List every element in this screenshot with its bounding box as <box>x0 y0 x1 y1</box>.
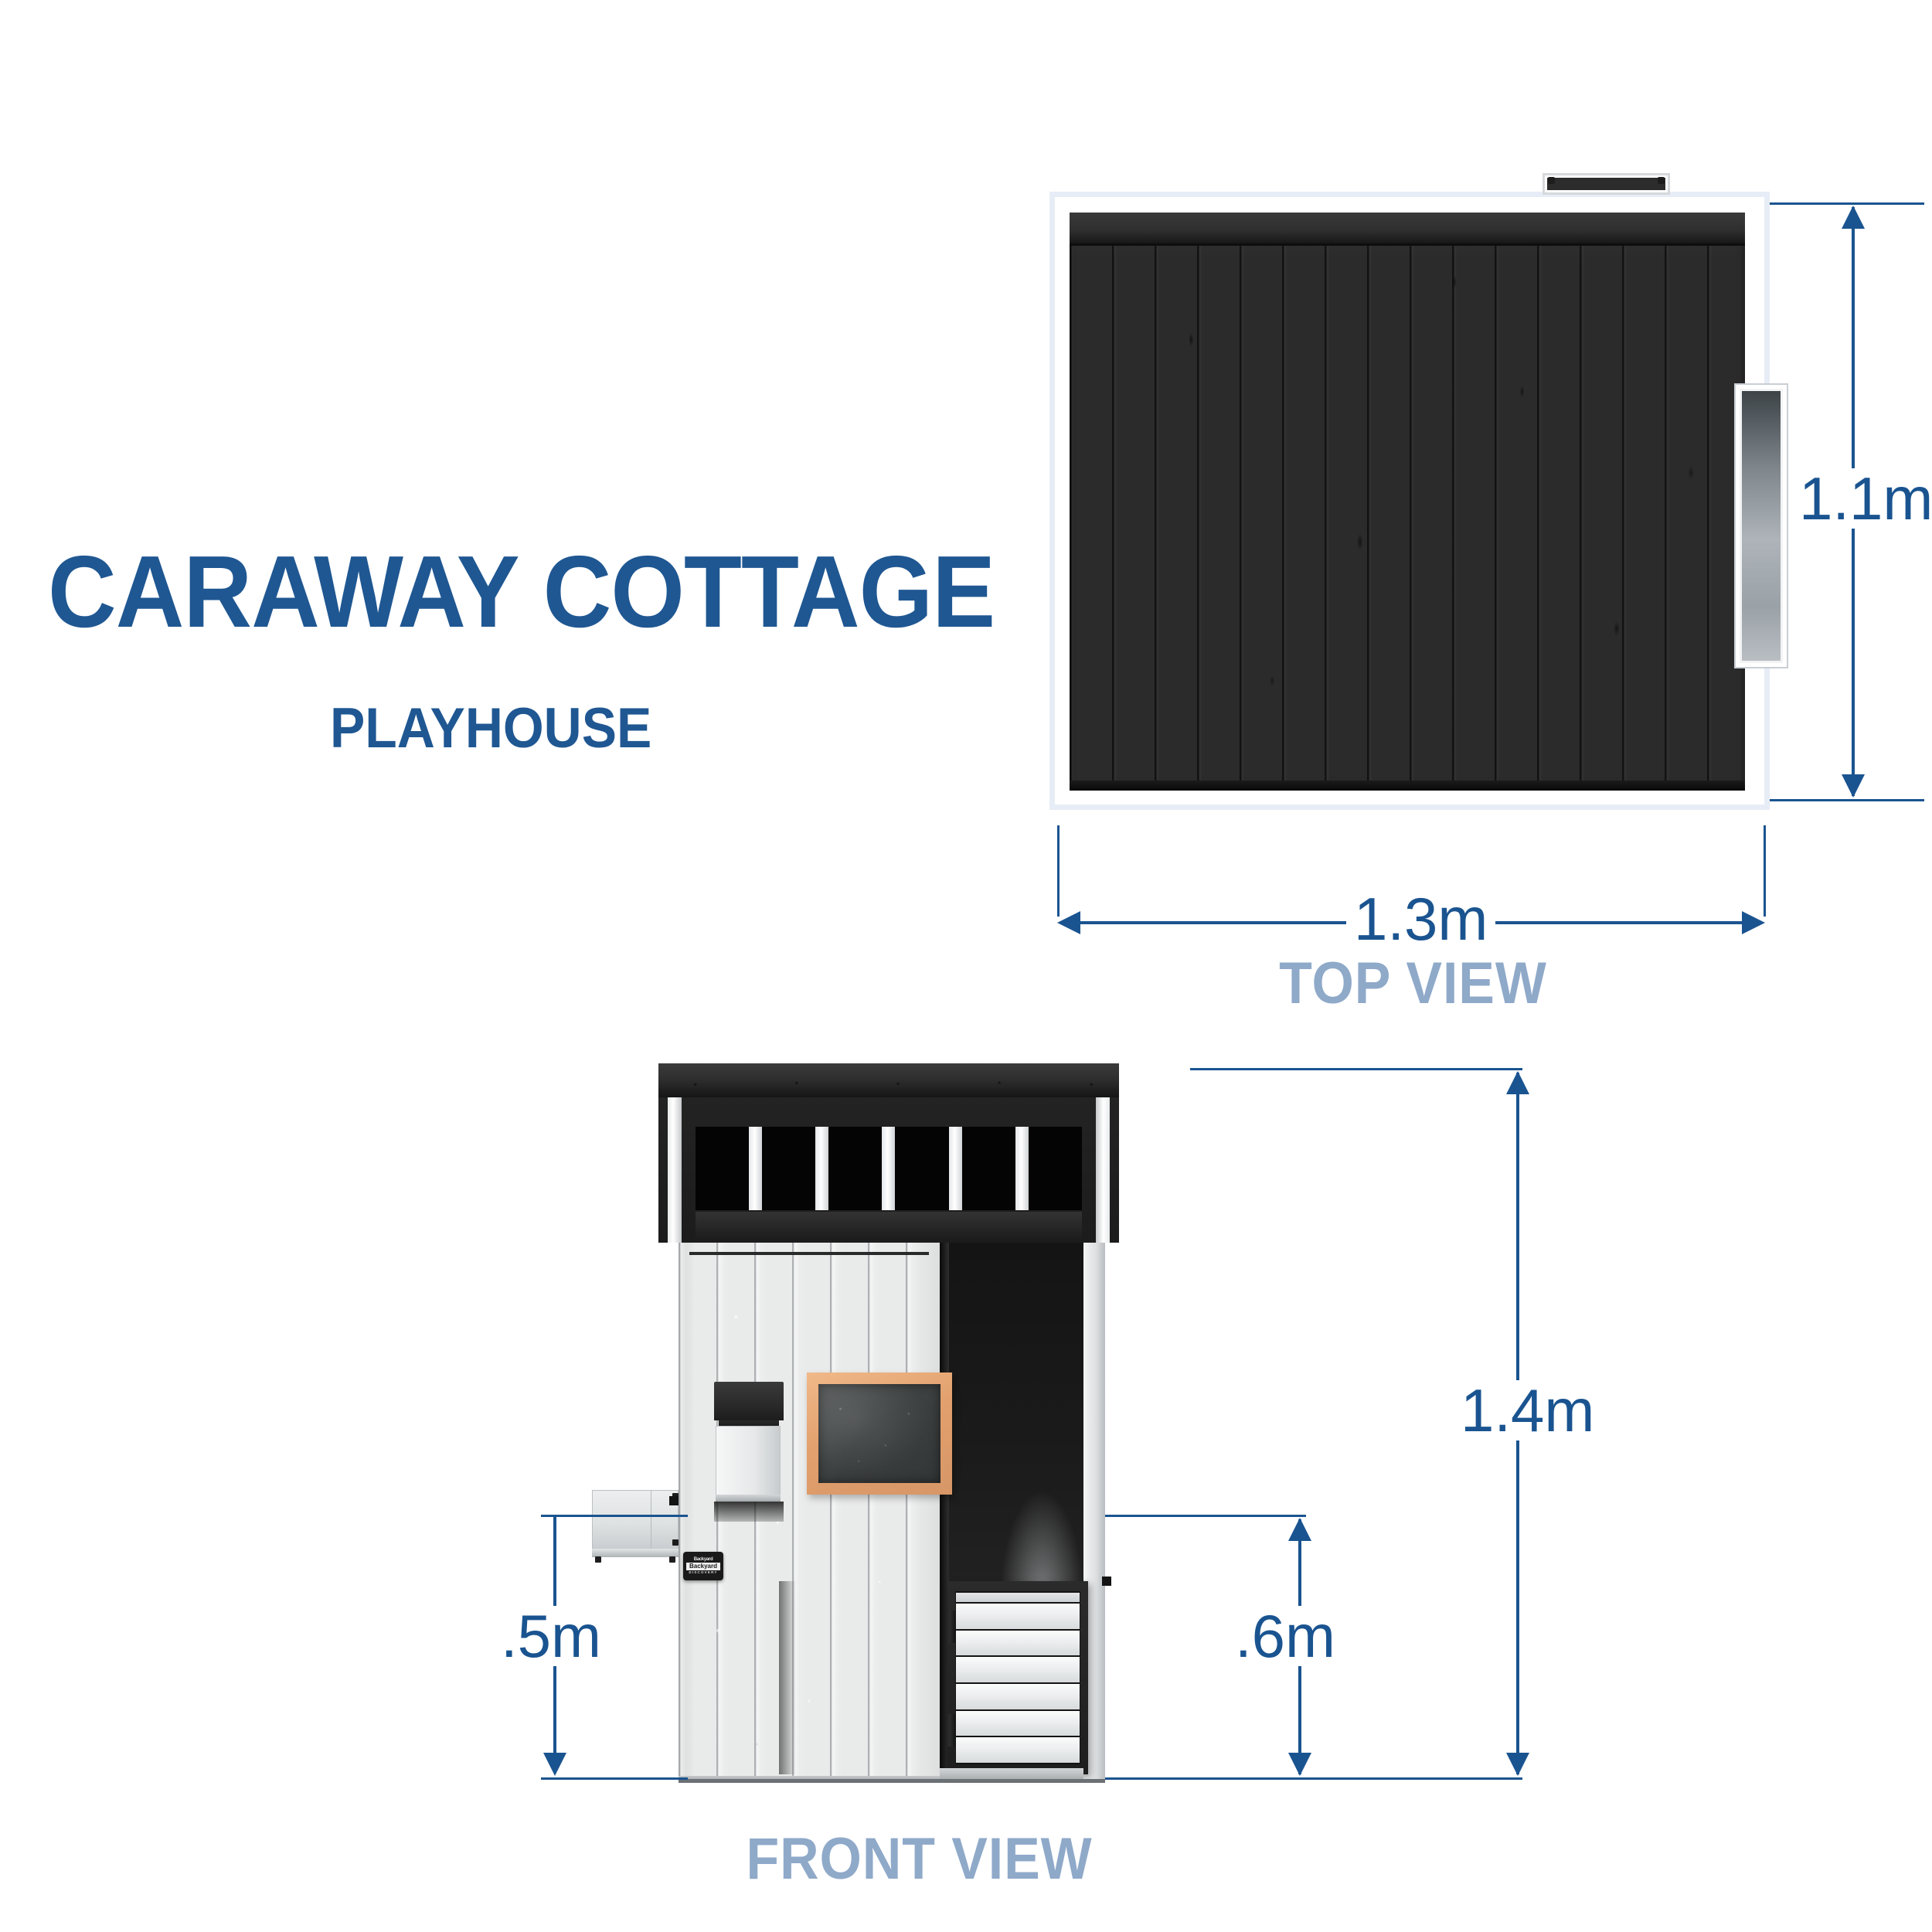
top-view-illustration <box>1049 173 1787 810</box>
folding-shelf-panel <box>592 1490 679 1550</box>
arrow-up-icon <box>1288 1518 1311 1541</box>
gate-hinge-icon <box>940 1714 956 1747</box>
clerestory-post-left <box>668 1097 682 1243</box>
page-subtitle: PLAYHOUSE <box>330 697 652 760</box>
baluster <box>815 1127 829 1210</box>
mailbox-lip <box>719 1420 779 1429</box>
dimension-label-shelf-height: .5m <box>493 1606 610 1666</box>
extension-line-top <box>541 1515 688 1517</box>
side-shelf-surface <box>1742 391 1781 661</box>
wall-inset-panel <box>689 1252 929 1765</box>
mailbox-shadow <box>714 1502 784 1522</box>
brand-plaque-line3: DISCOVERY <box>689 1570 718 1575</box>
ground-line <box>679 1779 1105 1783</box>
gate-slat <box>956 1737 1080 1764</box>
brand-plaque: Backyard Backyard DISCOVERY <box>683 1552 723 1580</box>
roof-fascia-edge <box>1070 213 1745 246</box>
gate-latch-icon <box>1102 1577 1111 1586</box>
mailbox-tab-right-icon <box>1658 177 1665 184</box>
arrow-up-icon <box>1842 206 1865 229</box>
wall-mailbox <box>714 1382 784 1522</box>
baluster <box>1015 1127 1029 1210</box>
chalkboard-chalk-dust <box>818 1384 940 1483</box>
side-shelf-topdown <box>1736 385 1787 667</box>
folding-shelf-base <box>592 1549 679 1557</box>
shelf-foot-icon <box>669 1556 675 1563</box>
baluster <box>948 1127 962 1210</box>
front-view-illustration: Backyard Backyard DISCOVERY <box>592 1063 1179 1783</box>
roof-panel-topdown <box>1070 213 1745 791</box>
extension-line-top <box>1190 1068 1522 1070</box>
gate-slat <box>956 1710 1080 1736</box>
mailbox-lid-topdown <box>1543 173 1670 195</box>
doorway-floor <box>940 1768 1083 1782</box>
chalkboard <box>807 1372 952 1495</box>
brand-plaque-line2: Backyard <box>685 1563 721 1571</box>
arrow-down-icon <box>543 1753 566 1776</box>
extension-line-left <box>1057 825 1060 917</box>
clerestory-opening <box>696 1127 1082 1210</box>
extension-line-top <box>1105 1515 1306 1517</box>
arrow-down-icon <box>1842 774 1865 798</box>
clerestory-sill <box>696 1212 1082 1238</box>
arrow-right-icon <box>1742 911 1765 934</box>
extension-line-bottom <box>541 1777 688 1780</box>
wall-bracket-icon <box>669 1496 679 1505</box>
roof-screw-heads-icon <box>658 1063 1119 1097</box>
clerestory-post-right <box>1096 1097 1110 1243</box>
arrow-down-icon <box>1506 1753 1529 1776</box>
top-view-caption: TOP VIEW <box>1279 951 1547 1016</box>
folding-shelf <box>592 1490 679 1563</box>
title-block: CARAWAY COTTAGE PLAYHOUSE <box>48 541 1053 757</box>
chalkboard-slate-surface <box>818 1384 940 1483</box>
arrow-left-icon <box>1057 911 1080 934</box>
gate-slat <box>956 1593 1080 1602</box>
gate-hinge-icon <box>940 1611 956 1643</box>
gate-slat <box>956 1657 1080 1683</box>
arrow-down-icon <box>1288 1753 1311 1776</box>
mailbox-body <box>716 1426 781 1497</box>
extension-line-bottom <box>1105 1777 1306 1780</box>
gate-slat-group <box>955 1591 1080 1764</box>
mailbox-tab-left-icon <box>1548 177 1555 184</box>
front-view-caption: FRONT VIEW <box>746 1826 1093 1892</box>
extension-line-bottom <box>1770 799 1924 801</box>
arrow-up-icon <box>1506 1071 1529 1094</box>
dimension-label-top-depth: 1.1m <box>1791 468 1932 529</box>
dimension-label-top-width: 1.3m <box>1346 889 1496 949</box>
mailbox-lid <box>714 1382 784 1420</box>
mailbox-lid-surface <box>1547 178 1665 190</box>
page-title: CARAWAY COTTAGE <box>48 535 995 648</box>
roof-wood-grain <box>1070 213 1745 791</box>
dimension-label-front-height: 1.4m <box>1453 1380 1603 1440</box>
extension-line-top <box>1770 202 1924 205</box>
front-wall-panel <box>679 1241 940 1782</box>
shelf-foot-icon <box>595 1556 601 1563</box>
gate-slat <box>956 1630 1080 1656</box>
roof-rear-edge <box>1070 781 1745 791</box>
baluster <box>882 1127 896 1210</box>
gate-shadow <box>779 1581 796 1774</box>
shelf-bracket-icon <box>672 1539 679 1546</box>
dimension-label-gate-height: .6m <box>1227 1606 1344 1666</box>
extension-line-bottom <box>1190 1777 1522 1780</box>
baluster <box>749 1127 763 1210</box>
brand-plaque-line1: Backyard <box>693 1557 713 1563</box>
gate-slat <box>956 1684 1080 1709</box>
clerestory-band <box>658 1097 1119 1243</box>
gate-slat <box>956 1604 1080 1629</box>
half-gate <box>940 1581 1088 1774</box>
extension-line-right <box>1764 825 1766 917</box>
roof-cap-board <box>658 1063 1119 1097</box>
mailbox-foot <box>716 1495 781 1502</box>
